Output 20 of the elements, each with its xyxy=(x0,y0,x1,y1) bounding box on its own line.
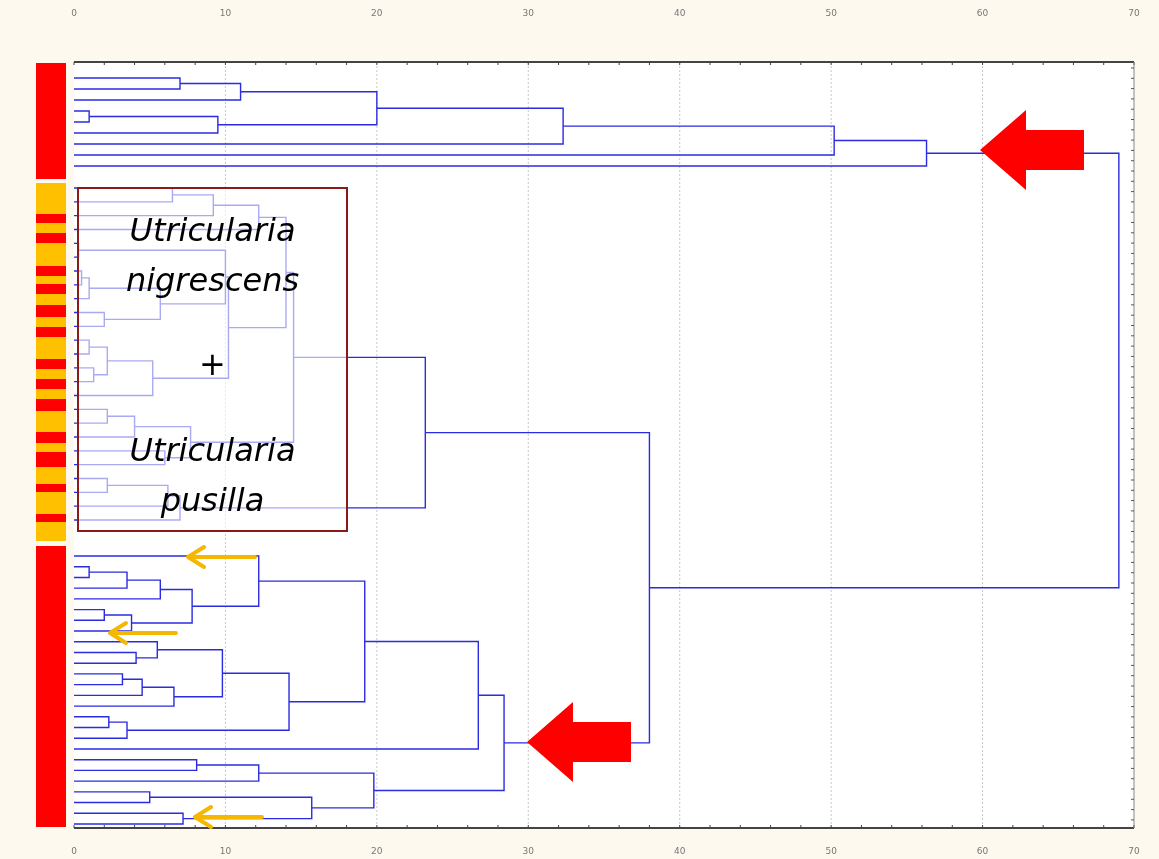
tick-label: 10 xyxy=(218,846,233,856)
tick-label: 40 xyxy=(672,8,687,18)
tick-label: 30 xyxy=(521,846,535,856)
tick-label: 50 xyxy=(824,846,838,856)
tick-label: 20 xyxy=(370,8,384,18)
tick-label: 0 xyxy=(70,846,78,856)
tick-label: 30 xyxy=(521,8,535,18)
tick-label: 60 xyxy=(975,846,990,856)
tick-label: 60 xyxy=(975,8,990,18)
tick-label: 70 xyxy=(1127,846,1141,856)
tick-label: 10 xyxy=(218,8,233,18)
species-label: Utricularia nigrescens xyxy=(124,210,301,301)
species-label: + xyxy=(198,344,227,385)
tick-label: 40 xyxy=(672,846,687,856)
cluster-box xyxy=(77,187,348,532)
tick-label: 70 xyxy=(1127,8,1141,18)
species-label: Utricularia pusilla xyxy=(128,430,297,521)
tick-label: 50 xyxy=(824,8,838,18)
tick-label: 20 xyxy=(370,846,384,856)
tick-label: 0 xyxy=(70,8,78,18)
